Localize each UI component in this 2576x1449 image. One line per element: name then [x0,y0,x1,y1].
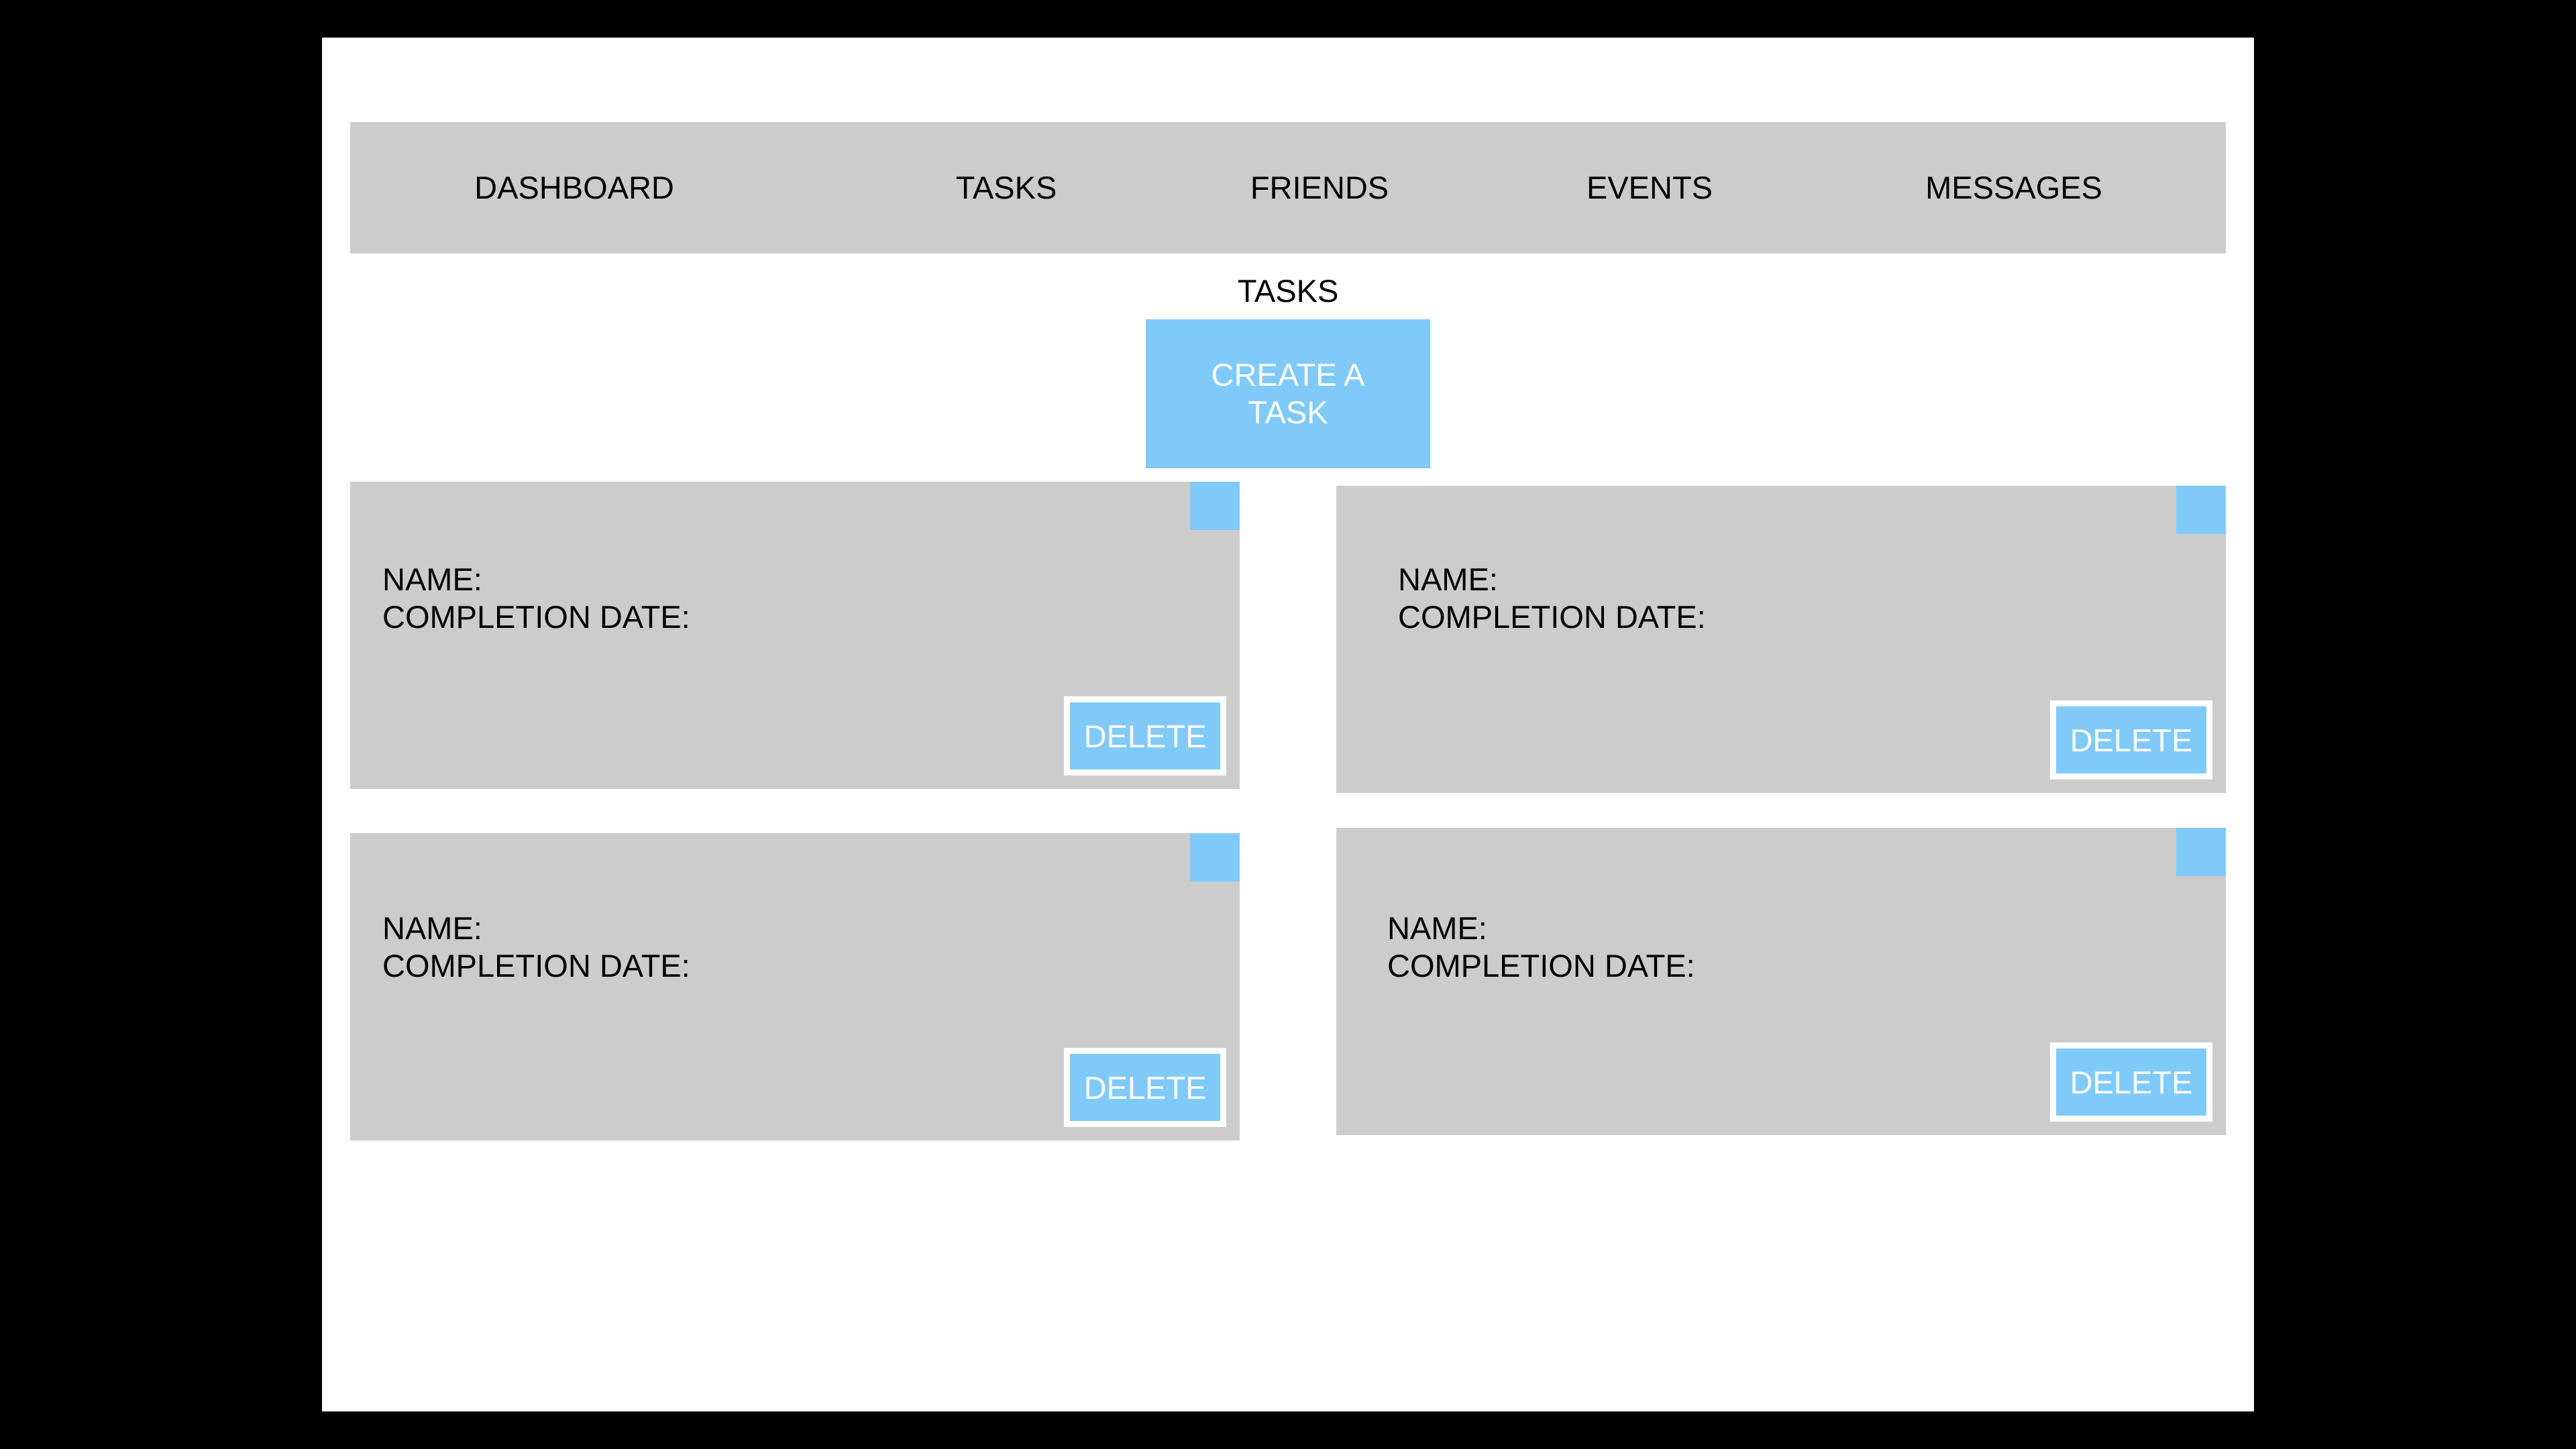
task-details: NAME: COMPLETION DATE: [382,561,690,636]
task-card: NAME: COMPLETION DATE: DELETE [350,482,1240,789]
task-completion-date-label: COMPLETION DATE: [382,948,690,983]
nav-item-tasks[interactable]: TASKS [955,170,1057,205]
task-details: NAME: COMPLETION DATE: [1398,561,1706,636]
create-task-button[interactable]: CREATE A TASK [1146,319,1430,468]
task-complete-checkbox[interactable] [2176,828,2226,876]
task-completion-date-label: COMPLETION DATE: [1387,948,1695,983]
task-complete-checkbox[interactable] [2176,486,2226,534]
nav-item-messages[interactable]: MESSAGES [1925,170,2102,205]
task-name-label: NAME: [382,561,482,597]
task-name-label: NAME: [1387,910,1487,946]
task-completion-date-label: COMPLETION DATE: [382,599,690,635]
delete-button[interactable]: DELETE [1064,696,1226,775]
task-completion-date-label: COMPLETION DATE: [1398,599,1706,635]
nav-item-events[interactable]: EVENTS [1586,170,1713,205]
task-card: NAME: COMPLETION DATE: DELETE [1336,828,2226,1135]
page-title: TASKS [1237,273,1339,309]
task-name-label: NAME: [382,910,482,946]
app-page: DASHBOARD TASKS FRIENDS EVENTS MESSAGES … [322,38,2254,1411]
task-details: NAME: COMPLETION DATE: [1387,910,1695,985]
task-complete-checkbox[interactable] [1190,833,1240,881]
task-name-label: NAME: [1398,561,1498,597]
delete-button[interactable]: DELETE [2050,700,2212,780]
task-card: NAME: COMPLETION DATE: DELETE [1336,486,2226,793]
nav-item-dashboard[interactable]: DASHBOARD [474,170,674,205]
top-nav: DASHBOARD TASKS FRIENDS EVENTS MESSAGES [350,122,2226,254]
task-details: NAME: COMPLETION DATE: [382,910,690,985]
nav-item-friends[interactable]: FRIENDS [1250,170,1389,205]
delete-button[interactable]: DELETE [1064,1048,1226,1127]
task-card: NAME: COMPLETION DATE: DELETE [350,833,1240,1140]
task-complete-checkbox[interactable] [1190,482,1240,530]
delete-button[interactable]: DELETE [2050,1042,2212,1122]
